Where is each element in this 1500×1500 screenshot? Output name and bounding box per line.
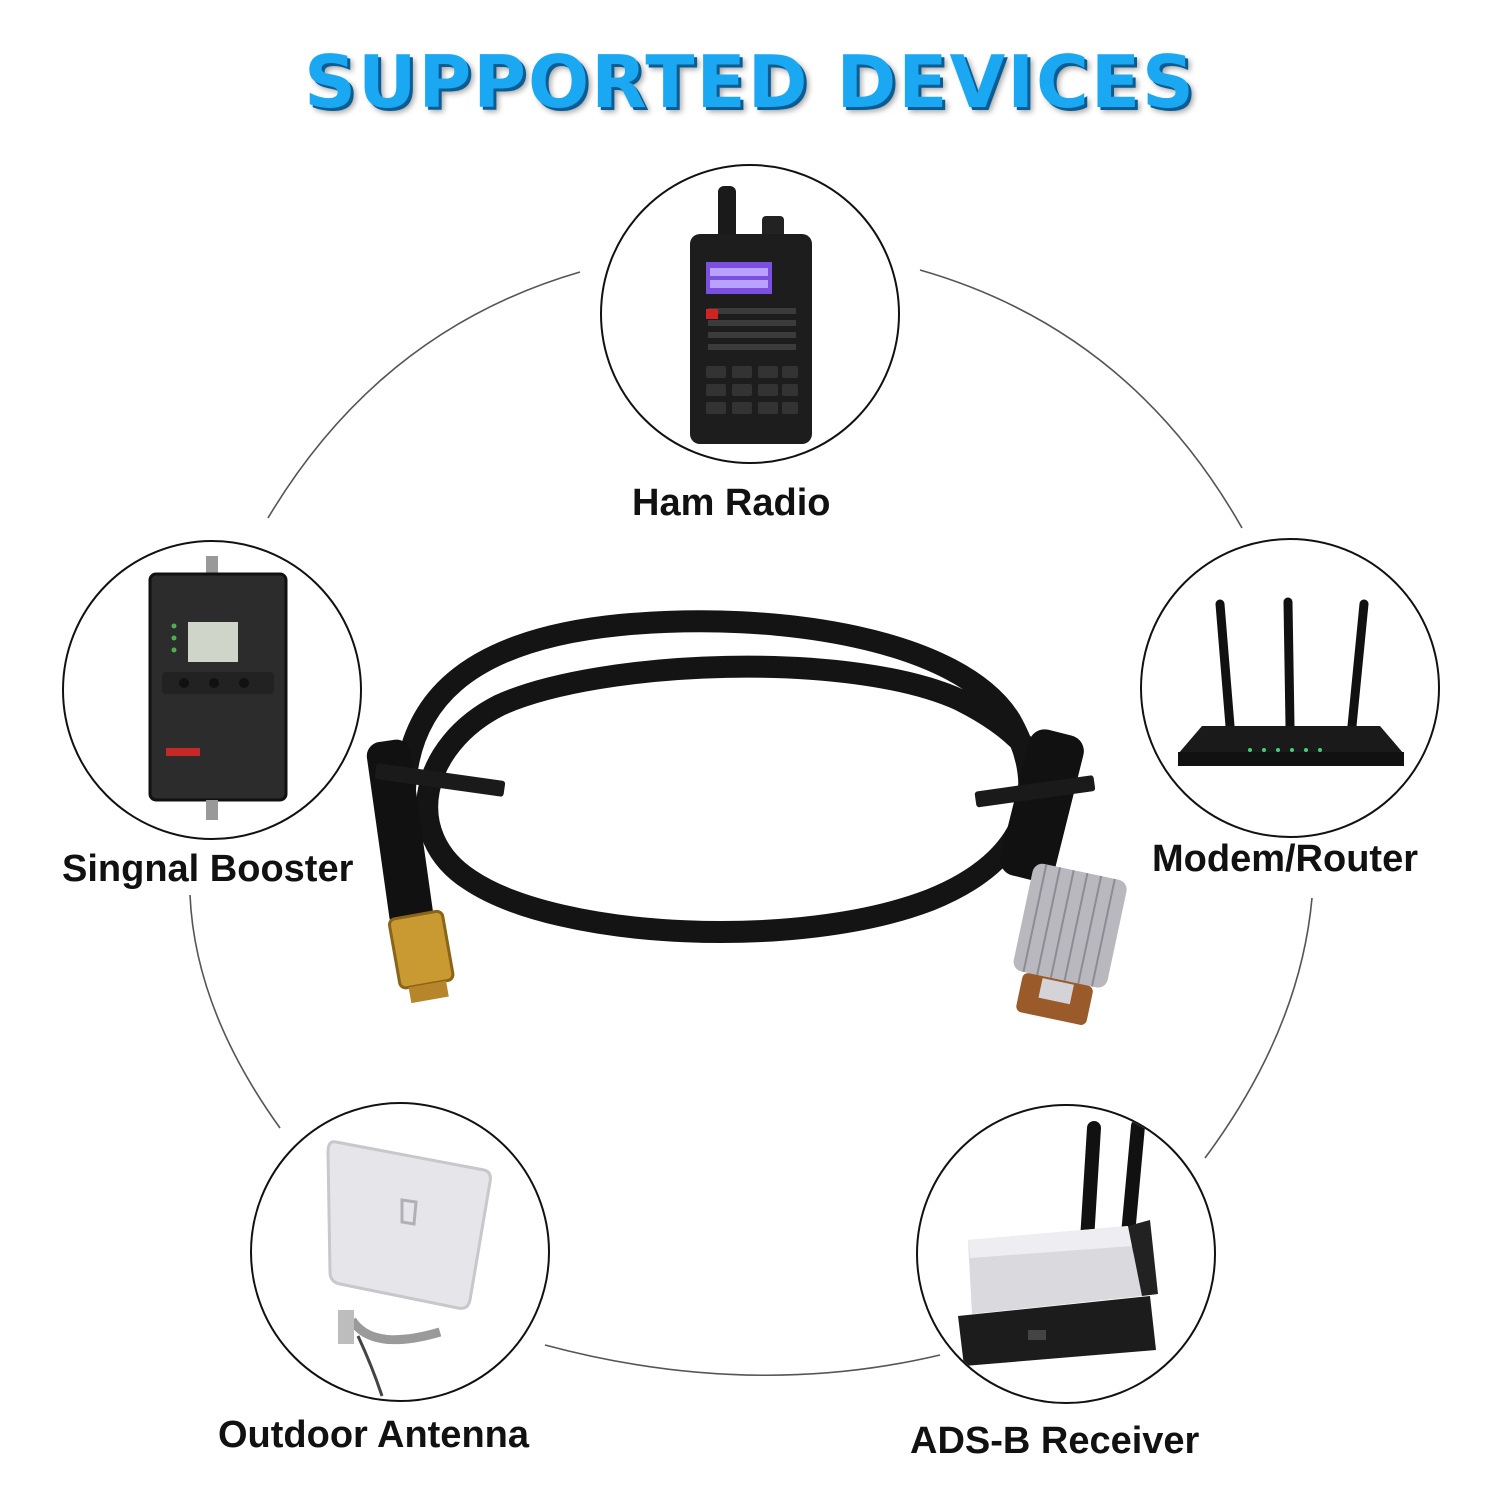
sma-connector — [388, 909, 455, 1004]
outdoor-antenna-label: Outdoor Antenna — [218, 1414, 529, 1456]
outdoor-antenna-circle — [250, 1102, 550, 1402]
router-circle — [1140, 538, 1440, 838]
page-title: SUPPORTED DEVICES — [304, 40, 1196, 124]
cable-tie-right — [974, 775, 1096, 808]
router-label: Modem/Router — [1152, 838, 1418, 880]
outdoor-antenna-icon — [326, 1140, 492, 1397]
signal-booster-label: Singnal Booster — [62, 848, 354, 890]
signal-booster-circle — [62, 540, 362, 840]
ham-radio-label: Ham Radio — [632, 482, 831, 524]
n-connector — [1013, 863, 1127, 1025]
ads-b-receiver-circle — [916, 1104, 1216, 1404]
cable-tie-left — [374, 763, 506, 797]
n-strain-relief — [1000, 729, 1084, 882]
ads-b-receiver-icon — [958, 1119, 1158, 1366]
ham-radio-circle — [600, 164, 900, 464]
signal-booster-icon — [148, 556, 288, 820]
ham-radio-icon — [690, 186, 812, 444]
router-icon — [1178, 597, 1404, 766]
sma-strain-relief — [366, 739, 434, 931]
ads-b-receiver-label: ADS-B Receiver — [910, 1420, 1200, 1462]
